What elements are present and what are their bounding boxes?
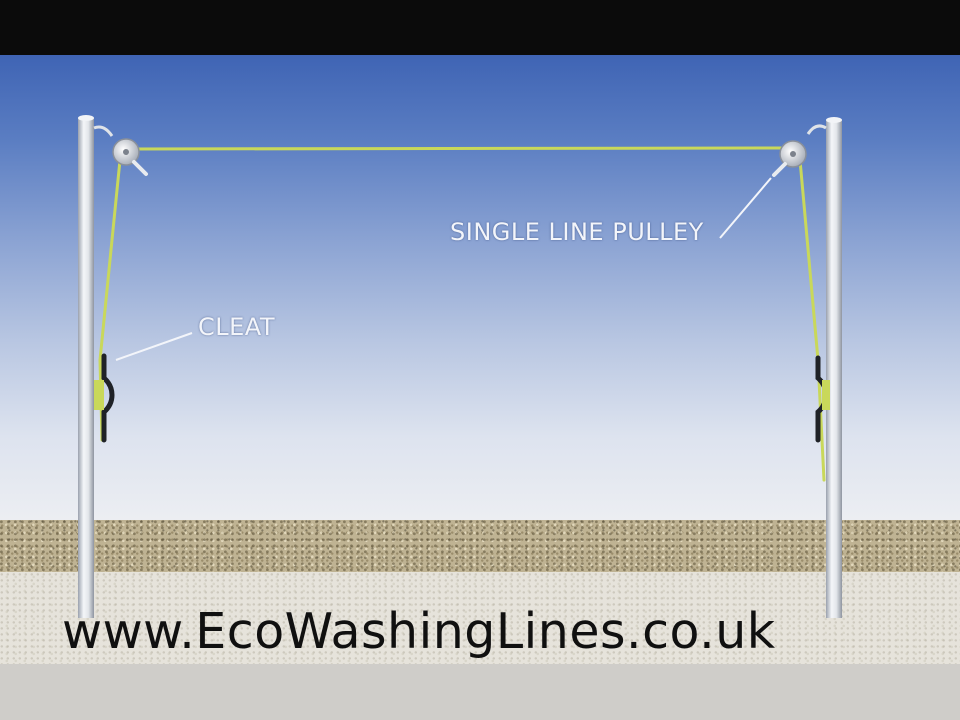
cleat-label: CLEAT bbox=[198, 313, 276, 341]
pulley-leader-line bbox=[719, 177, 772, 239]
letterbox-top bbox=[0, 0, 960, 55]
website-url: www.EcoWashingLines.co.uk bbox=[62, 603, 776, 660]
left-post bbox=[78, 115, 94, 618]
scene bbox=[0, 55, 960, 720]
right-cleat-icon bbox=[815, 355, 830, 443]
cleat-leader-line bbox=[115, 332, 193, 361]
paved-path bbox=[0, 572, 960, 664]
ground bbox=[0, 664, 960, 720]
gravel-strip bbox=[0, 520, 960, 572]
left-pulley-icon bbox=[93, 125, 148, 176]
right-post bbox=[826, 117, 842, 618]
right-pulley-icon bbox=[772, 124, 827, 177]
pulley-label: SINGLE LINE PULLEY bbox=[450, 218, 704, 246]
sky bbox=[0, 55, 960, 520]
left-cleat-icon bbox=[94, 353, 115, 443]
